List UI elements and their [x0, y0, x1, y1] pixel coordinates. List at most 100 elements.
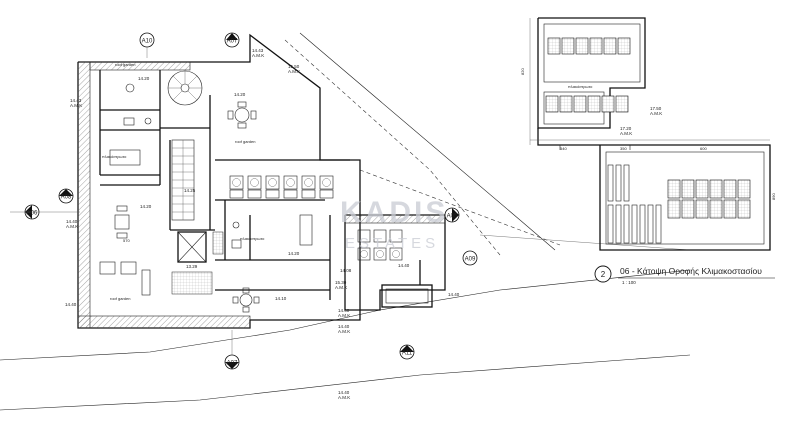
room-label: roof garden: [110, 296, 130, 301]
svg-text:14.40: 14.40: [448, 292, 460, 297]
watermark-line-1: KADIS: [340, 196, 448, 229]
roof-garden-strip-north: [89, 61, 191, 71]
level-mark: 14.20: [234, 92, 246, 97]
ac-units-row-2: [357, 229, 403, 261]
solar-panels-1: [547, 37, 631, 55]
room-label: πλακόστρωτο: [240, 236, 265, 241]
level-mark: 14.25: [184, 188, 196, 193]
level-marks: 14.43Α.Μ.Κ 14.20 14.43Α.Μ.Κ 14.40Α.Μ.Κ 1…: [65, 48, 662, 400]
svg-text:14.20: 14.20: [234, 92, 246, 97]
svg-text:14.10: 14.10: [275, 296, 287, 301]
svg-text:Α.Μ.Κ: Α.Μ.Κ: [650, 111, 662, 116]
wc-fixtures: [123, 83, 242, 249]
svg-text:14.20: 14.20: [288, 251, 300, 256]
level-mark: 17.20Α.Μ.Κ: [620, 126, 632, 136]
room-labels: roof garden roof garden roof garden πλακ…: [102, 62, 593, 301]
straight-staircase: [171, 139, 195, 221]
svg-text:Α.Μ.Κ: Α.Μ.Κ: [335, 285, 347, 290]
svg-text:14.25: 14.25: [184, 188, 196, 193]
section-marker-a07-bottom: A07: [224, 330, 240, 370]
section-marker-a07-top: A07: [224, 32, 240, 48]
ac-units-row-1: [229, 175, 334, 199]
dimension: 890: [771, 193, 776, 200]
watermark: KADIS ESTATES: [340, 196, 448, 252]
svg-text:14.40: 14.40: [398, 263, 410, 268]
svg-text:Α.Μ.Κ: Α.Μ.Κ: [620, 131, 632, 136]
main-building: [77, 33, 361, 329]
planters: [171, 231, 224, 295]
section-marker-a08: A08: [58, 188, 74, 204]
solar-panels-3: [667, 179, 751, 219]
room-label: πλακόστρωτο: [568, 84, 593, 89]
dimension: 540: [560, 146, 567, 151]
svg-text:14.40: 14.40: [338, 308, 350, 313]
dimension: 350: [620, 146, 627, 151]
svg-text:Α.Μ.Κ: Α.Μ.Κ: [338, 313, 350, 318]
level-mark: 15.30Α.Μ.Κ: [335, 280, 347, 290]
level-mark: 15.50Α.Μ.Κ: [288, 64, 300, 74]
svg-text:14.40: 14.40: [65, 302, 77, 307]
roof-garden-strip-south: [77, 315, 251, 329]
spiral-staircase: [167, 70, 203, 106]
dimension: 600: [700, 146, 707, 151]
level-mark: 14.10: [275, 296, 287, 301]
drawing-number: 2: [601, 270, 606, 279]
level-mark: 14.40Α.Μ.Κ: [338, 308, 350, 318]
section-marker-a06: A06: [10, 204, 80, 220]
solar-panels-2: [545, 95, 629, 113]
dimension: 820: [520, 68, 525, 75]
svg-text:Α.Μ.Κ: Α.Μ.Κ: [66, 224, 78, 229]
level-mark: 14.43Α.Μ.Κ: [70, 98, 82, 108]
level-mark: 17.50Α.Μ.Κ: [650, 106, 662, 116]
drawing-scale: 1 : 100: [622, 280, 636, 285]
table-with-chairs-2: [114, 205, 130, 239]
dimensions: 820 540 350 600 890 570: [123, 68, 776, 243]
table-with-chairs-3: [232, 287, 260, 313]
svg-text:15.30: 15.30: [335, 280, 347, 285]
section-markers: A10 A07 A08 A06 A05 A09: [10, 32, 478, 370]
svg-text:Α.Μ.Κ: Α.Μ.Κ: [252, 53, 264, 58]
level-mark: 14.40: [65, 302, 77, 307]
svg-text:A10: A10: [142, 39, 153, 45]
level-mark: 14.40Α.Μ.Κ: [338, 324, 350, 334]
level-mark: 14.08: [340, 268, 352, 273]
level-mark: 14.43Α.Μ.Κ: [252, 48, 264, 58]
section-marker-a05: A05: [444, 207, 460, 223]
watermark-line-2: ESTATES: [345, 235, 439, 252]
svg-text:A08: A08: [61, 195, 72, 201]
section-marker-a10: A10: [139, 32, 155, 58]
svg-text:A07: A07: [227, 361, 238, 367]
room-label: roof garden: [235, 139, 255, 144]
level-mark: 14.20: [140, 204, 152, 209]
level-mark: 14.40: [398, 263, 410, 268]
sun-loungers: [99, 261, 151, 296]
drawing-title: 06 - Κάτοψη Οροφής Κλιμακοστασίου: [620, 266, 762, 276]
svg-text:A11: A11: [402, 351, 413, 357]
svg-text:14.40: 14.40: [338, 390, 350, 395]
svg-text:A05: A05: [447, 214, 458, 220]
svg-text:A07: A07: [227, 39, 238, 45]
section-marker-a09: A09: [462, 250, 478, 266]
level-mark: 14.40Α.Μ.Κ: [338, 390, 350, 400]
svg-text:14.20: 14.20: [138, 76, 150, 81]
svg-text:Α.Μ.Κ: Α.Μ.Κ: [338, 329, 350, 334]
svg-text:A06: A06: [27, 211, 38, 217]
svg-text:14.40: 14.40: [338, 324, 350, 329]
svg-text:15.50: 15.50: [288, 64, 300, 69]
svg-text:14.43: 14.43: [70, 98, 82, 103]
elevator-shaft: [177, 231, 207, 263]
svg-text:14.20: 14.20: [140, 204, 152, 209]
svg-text:Α.Μ.Κ: Α.Μ.Κ: [288, 69, 300, 74]
level-mark: 13.29: [186, 264, 198, 269]
section-marker-a11: A11: [399, 344, 415, 360]
svg-text:A09: A09: [465, 257, 476, 263]
svg-text:Α.Μ.Κ: Α.Μ.Κ: [70, 103, 82, 108]
drawing-title-block: 2 06 - Κάτοψη Οροφής Κλιμακοστασίου 1 : …: [594, 265, 775, 285]
table-with-chairs-1: [227, 101, 257, 129]
room-label: roof garden: [115, 62, 135, 67]
svg-text:14.43: 14.43: [252, 48, 264, 53]
level-mark: 14.40: [448, 292, 460, 297]
svg-text:14.08: 14.08: [340, 268, 352, 273]
svg-text:Α.Μ.Κ: Α.Μ.Κ: [338, 395, 350, 400]
